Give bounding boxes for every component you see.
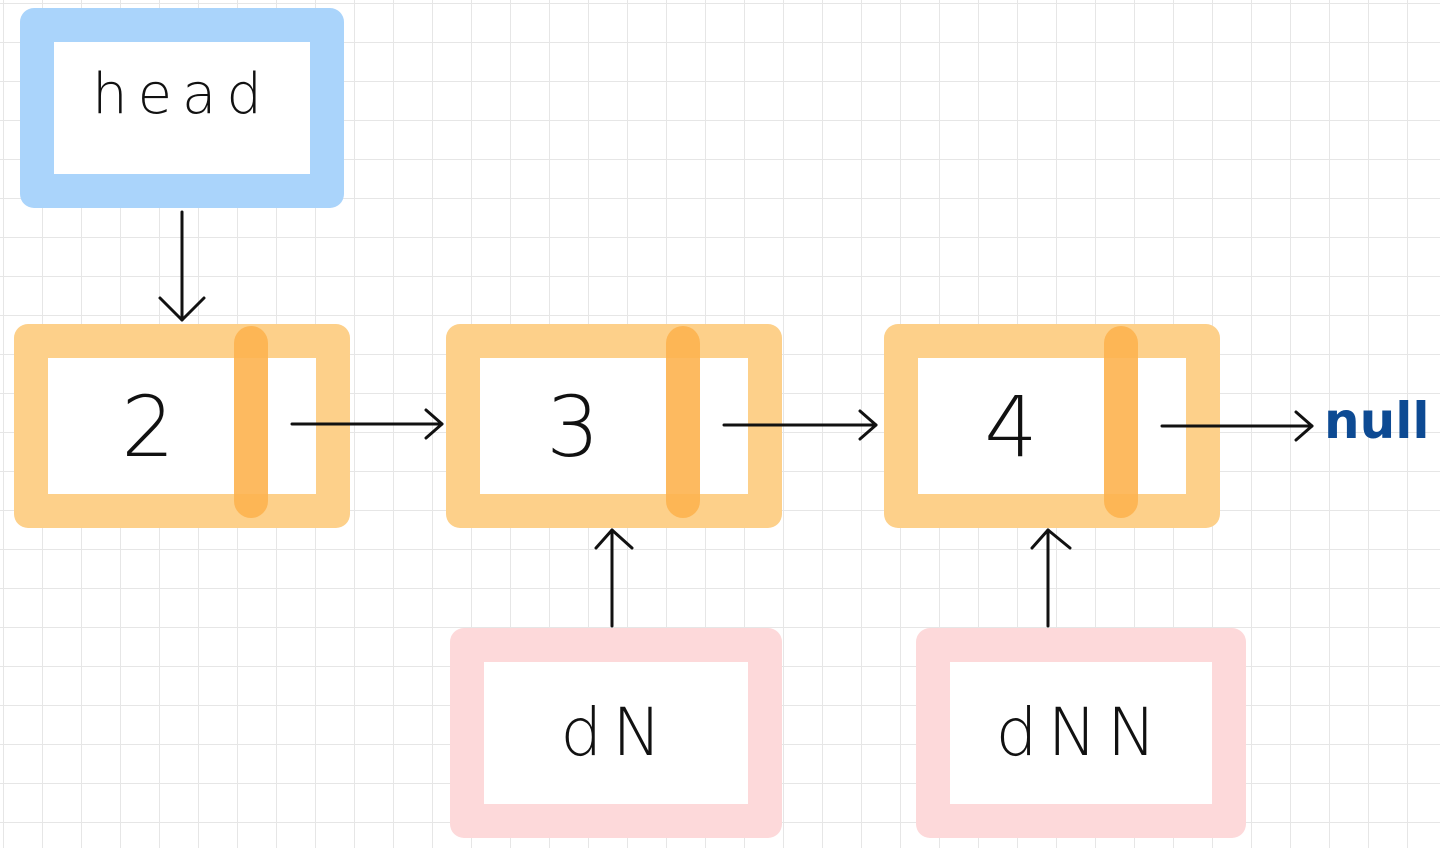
node-3-next-pointer <box>1104 326 1138 518</box>
arrow-dnn-to-node3 <box>1030 528 1072 628</box>
arrow-head-to-node1 <box>158 210 206 322</box>
node-box-3 <box>884 324 1220 528</box>
pointer-box-dn <box>450 628 782 838</box>
arrow-node1-to-node2 <box>290 408 444 440</box>
node-3-value: 4 <box>984 378 1038 476</box>
arrow-dn-to-node2 <box>594 528 634 628</box>
node-box-2 <box>446 324 782 528</box>
pointer-dn-label: dN <box>560 694 672 771</box>
node-1-next-pointer <box>234 326 268 518</box>
node-2-value: 3 <box>546 378 600 476</box>
node-box-1 <box>14 324 350 528</box>
pointer-dnn-label: dNN <box>995 694 1167 771</box>
node-1-value: 2 <box>121 378 175 476</box>
arrow-node3-to-null <box>1160 410 1314 442</box>
node-2-next-pointer <box>666 326 700 518</box>
arrow-node2-to-node3 <box>722 409 878 441</box>
head-label: head <box>92 62 272 127</box>
pointer-box-dnn <box>916 628 1246 838</box>
null-label: null <box>1324 392 1430 450</box>
head-box <box>20 8 344 208</box>
